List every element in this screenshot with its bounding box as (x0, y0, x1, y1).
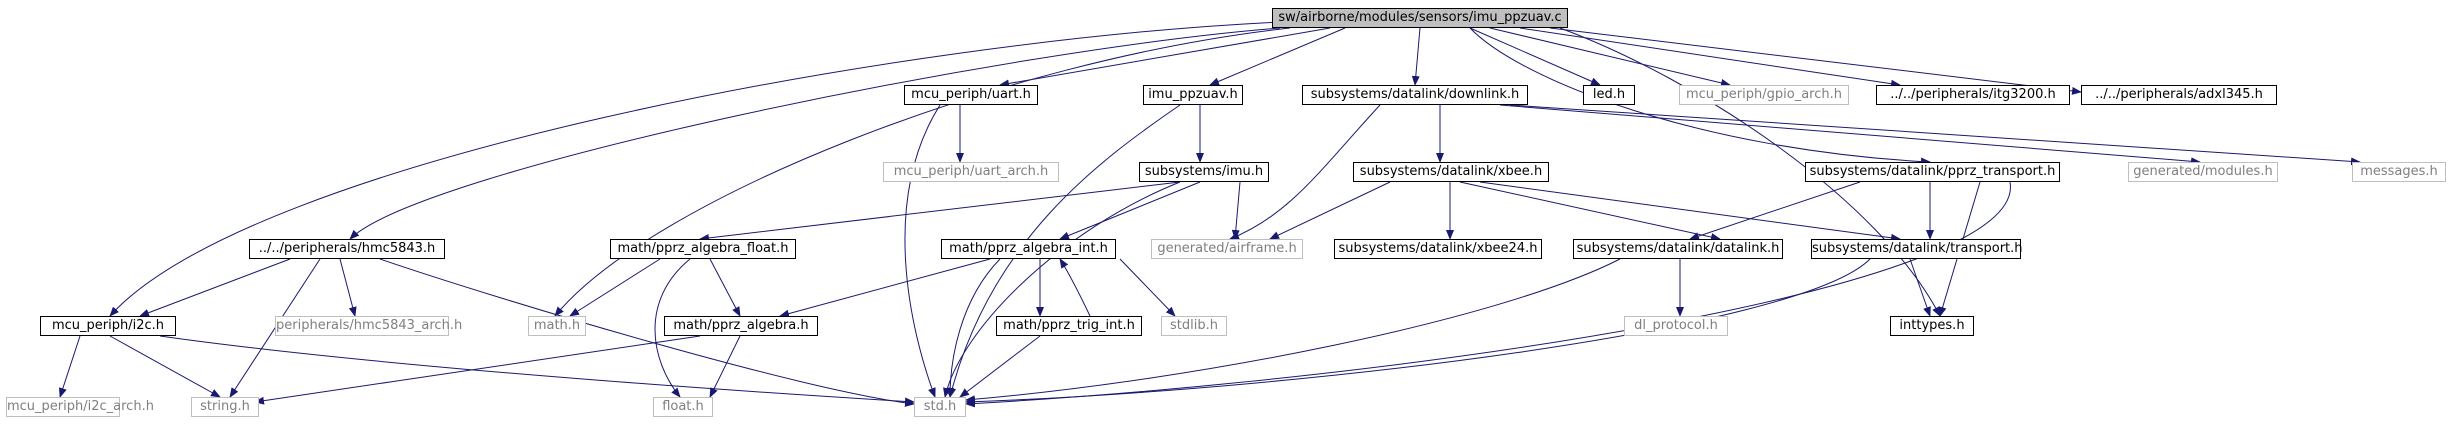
node-itg3200-h[interactable]: ../../peripherals/itg3200.h (1876, 85, 2070, 105)
node-root-imu-ppzuav-c: sw/airborne/modules/sensors/imu_ppzuav.c (1272, 8, 1568, 28)
dependency-edge (948, 104, 1181, 398)
node-downlink-h[interactable]: subsystems/datalink/downlink.h (1302, 85, 1528, 105)
dependency-edge (999, 27, 1331, 88)
node-stdlib-h: stdlib.h (1161, 316, 1227, 336)
node-datalink-h[interactable]: subsystems/datalink/datalink.h (1573, 239, 1783, 259)
node-gpio-arch-h: mcu_periph/gpio_arch.h (1679, 85, 1849, 105)
node-string-h: string.h (191, 397, 259, 417)
node-mcu-periph-i2c-h[interactable]: mcu_periph/i2c.h (40, 316, 176, 336)
node-generated-modules-h: generated/modules.h (2128, 162, 2278, 182)
dependency-edge (709, 335, 741, 398)
dependency-edge (1499, 104, 2201, 166)
dependency-edge (1231, 181, 1241, 240)
dependency-edge (1209, 27, 1346, 86)
dependency-edge (1509, 104, 2361, 166)
dependency-edge (379, 258, 915, 407)
dependency-edge (159, 335, 915, 406)
dependency-edge (569, 258, 661, 317)
dependency-edge (904, 104, 941, 398)
node-transport-h[interactable]: subsystems/datalink/transport.h (1811, 239, 2023, 259)
node-dl-protocol-h: dl_protocol.h (1624, 316, 1728, 336)
dependency-edge (959, 335, 1041, 398)
node-uart-arch-h: mcu_periph/uart_arch.h (883, 162, 1059, 182)
dependency-edge (699, 181, 1181, 242)
dependency-edge (965, 258, 1621, 404)
dependency-edge (1909, 258, 1931, 317)
dependency-edge (1469, 27, 1931, 166)
dependency-edge (1119, 258, 1176, 317)
node-mcu-periph-uart-h[interactable]: mcu_periph/uart.h (904, 85, 1038, 105)
node-float-h: float.h (653, 397, 713, 417)
dependency-edge (349, 27, 1281, 240)
dependency-edge (109, 335, 221, 398)
dependency-edge (1479, 181, 1901, 242)
dependency-edge (965, 258, 1871, 406)
node-pprz-trig-int-h[interactable]: math/pprz_trig_int.h (996, 316, 1142, 336)
node-led-h[interactable]: led.h (1583, 85, 1635, 105)
node-std-h: std.h (914, 397, 966, 417)
dependency-edge (709, 258, 741, 317)
dependency-edge (139, 258, 291, 317)
node-i2c-arch-h: mcu_periph/i2c_arch.h (6, 397, 154, 417)
dependency-edge (1469, 27, 1601, 86)
dependency-edge (1489, 27, 1731, 87)
node-messages-h: messages.h (2352, 162, 2446, 182)
dependency-edge (779, 258, 991, 318)
node-inttypes-h[interactable]: inttypes.h (1890, 316, 1974, 336)
dependency-edge (946, 258, 1001, 398)
node-pprz-algebra-float-h[interactable]: math/pprz_algebra_float.h (610, 239, 796, 259)
dependency-edge (254, 335, 701, 405)
node-subsystems-imu-h[interactable]: subsystems/imu.h (1139, 162, 1269, 182)
dependency-edge (654, 258, 691, 398)
dependency-edge (109, 21, 1281, 317)
node-xbee24-h[interactable]: subsystems/datalink/xbee24.h (1334, 239, 1542, 259)
dependency-edge (59, 335, 81, 398)
node-xbee-h[interactable]: subsystems/datalink/xbee.h (1353, 162, 1549, 182)
node-pprz-algebra-int-h[interactable]: math/pprz_algebra_int.h (941, 239, 1116, 259)
node-adxl345-h[interactable]: ../../peripherals/adxl345.h (2081, 85, 2277, 105)
dependency-edge (1059, 181, 1201, 240)
node-imu-ppzuav-h[interactable]: imu_ppzuav.h (1143, 85, 1243, 105)
dependency-edge (1559, 27, 1941, 317)
node-hmc5843-h[interactable]: ../../peripherals/hmc5843.h (249, 239, 445, 259)
dependency-edge (339, 258, 357, 317)
node-pprz-transport-h[interactable]: subsystems/datalink/pprz_transport.h (1805, 162, 2060, 182)
node-hmc5843-arch-h: peripherals/hmc5843_arch.h (275, 316, 462, 336)
dependency-edge (1689, 181, 1861, 240)
dependency-edge (1059, 258, 1091, 317)
node-pprz-algebra-h[interactable]: math/pprz_algebra.h (664, 316, 818, 336)
dependency-edge (1269, 181, 1391, 240)
node-generated-airframe-h: generated/airframe.h (1151, 239, 1303, 259)
node-math-h: math.h (528, 316, 586, 336)
dependency-edge (1229, 104, 1381, 240)
dependency-edge (1549, 27, 2082, 95)
dependency-edge (1459, 181, 1721, 241)
dependency-edge (554, 27, 1291, 317)
dependency-edge (943, 181, 1181, 398)
dependency-edge (1411, 27, 1421, 86)
